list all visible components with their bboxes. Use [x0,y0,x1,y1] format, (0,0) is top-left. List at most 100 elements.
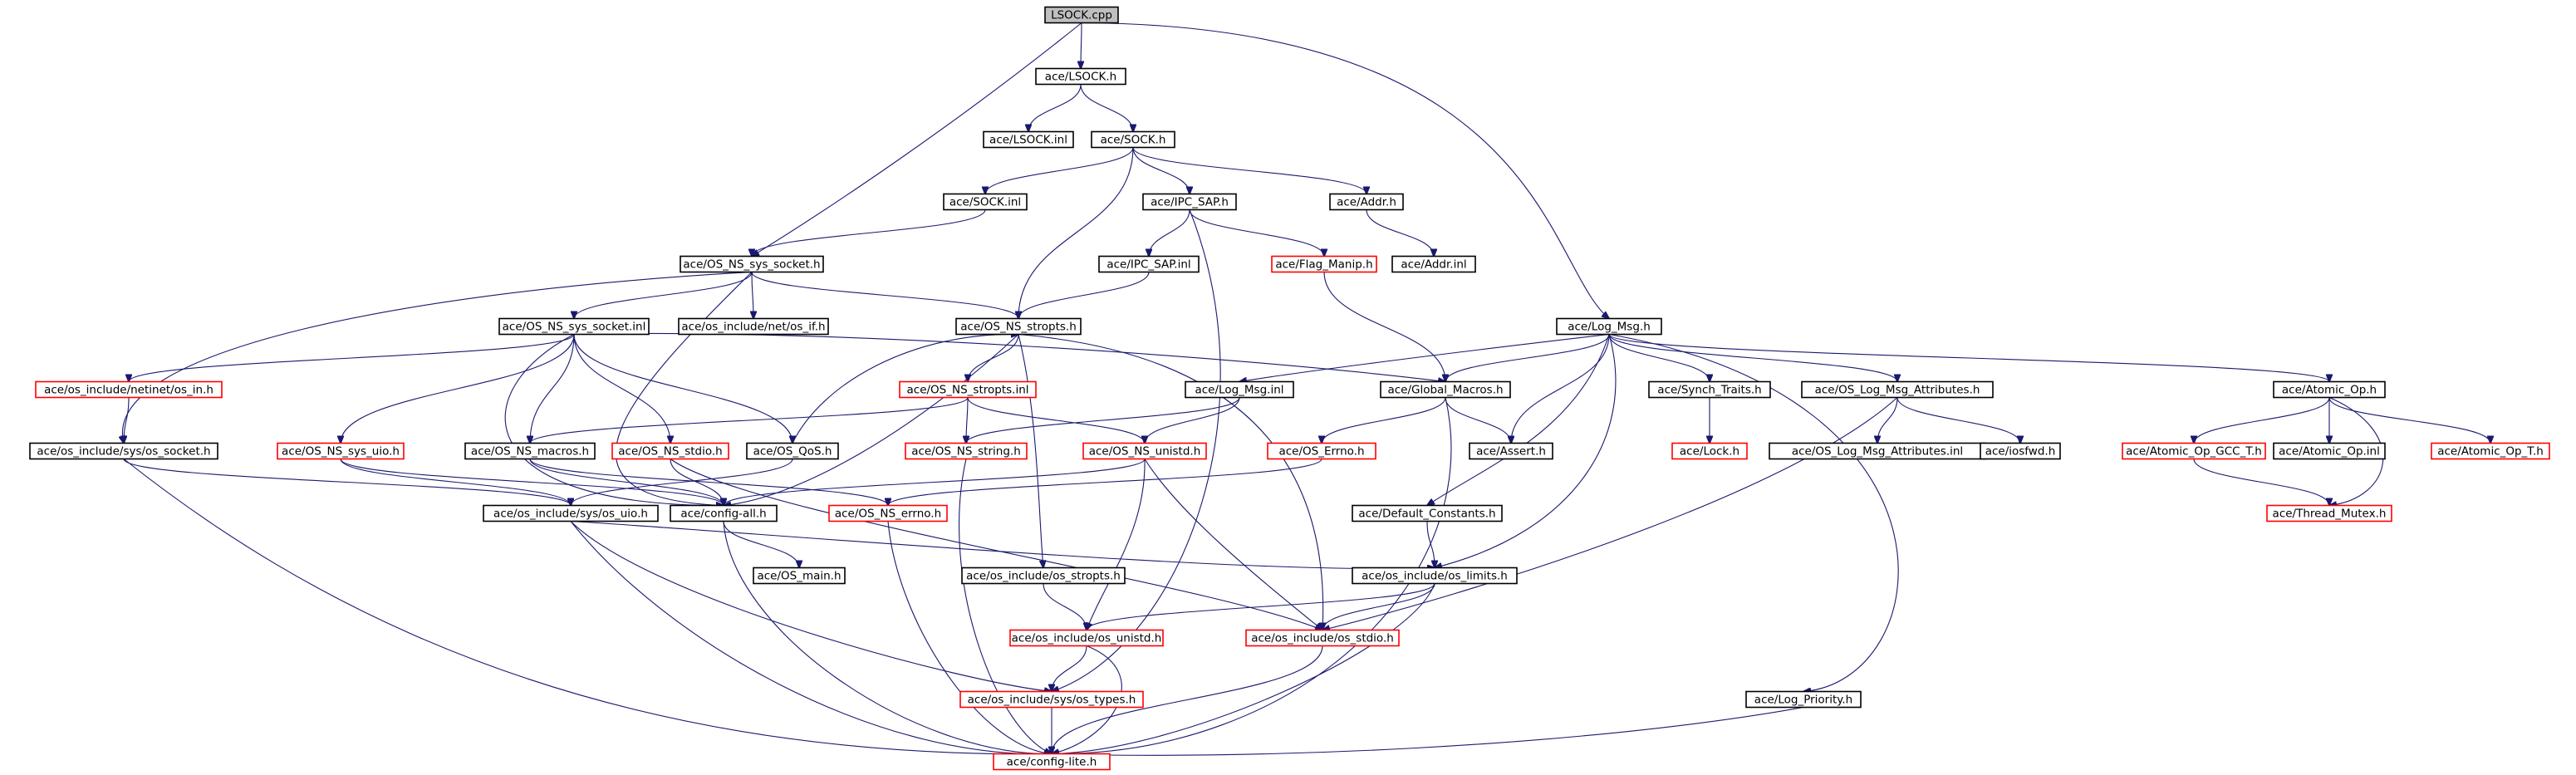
node-box[interactable] [828,504,948,522]
node-os-include-os-stdio[interactable]: ace/os_include/os_stdio.h [1245,629,1400,647]
node-box[interactable] [1380,380,1511,399]
node-os-include-os-unistd[interactable]: ace/os_include/os_unistd.h [1009,629,1164,647]
node-addr-h[interactable]: ace/Addr.h [1329,193,1404,211]
node-atomic-op-h[interactable]: ace/Atomic_Op.h [2273,380,2386,399]
node-os-include-sys-os-types[interactable]: ace/os_include/sys/os_types.h [959,690,1144,709]
node-os-main[interactable]: ace/OS_main.h [753,567,846,585]
node-box[interactable] [1391,255,1476,273]
node-box[interactable] [1267,442,1376,460]
node-box[interactable] [1044,6,1119,24]
node-global-macros[interactable]: ace/Global_Macros.h [1380,380,1511,399]
node-box[interactable] [2273,380,2386,399]
node-box[interactable] [1245,629,1400,647]
node-box[interactable] [1098,255,1200,273]
node-box[interactable] [2273,442,2386,460]
node-box[interactable] [498,317,650,336]
node-box[interactable] [1469,442,1553,460]
node-box[interactable] [993,753,1111,771]
node-box[interactable] [1352,567,1518,585]
node-box[interactable] [678,317,829,336]
node-box[interactable] [1556,317,1662,336]
node-config-all[interactable]: ace/config-all.h [670,504,778,522]
node-box[interactable] [905,442,1028,460]
node-box[interactable] [1185,380,1294,399]
node-box[interactable] [1091,130,1175,149]
node-os-log-msg-attr-h[interactable]: ace/OS_Log_Msg_Attributes.h [1801,380,1994,399]
node-os-ns-unistd[interactable]: ace/OS_NS_unistd.h [1082,442,1207,460]
node-os-include-sys-os-socket[interactable]: ace/os_include/sys/os_socket.h [29,442,218,460]
node-box[interactable] [1745,690,1862,709]
node-sock-h[interactable]: ace/SOCK.h [1091,130,1175,149]
node-os-qos[interactable]: ace/OS_QoS.h [746,442,839,460]
node-box[interactable] [1648,380,1771,399]
node-box[interactable] [943,193,1028,211]
node-box[interactable] [959,690,1144,709]
node-box[interactable] [35,380,223,399]
node-os-ns-stropts-inl[interactable]: ace/OS_NS_stropts.inl [899,380,1037,399]
edge-lsock_h-to-lsock_inl [1028,84,1082,132]
node-box[interactable] [1980,442,2061,460]
node-os-ns-stropts-h[interactable]: ace/OS_NS_stropts.h [955,317,1082,336]
node-os-include-os-stropts[interactable]: ace/os_include/os_stropts.h [961,567,1126,585]
node-default-constants[interactable]: ace/Default_Constants.h [1352,504,1503,522]
node-iosfwd[interactable]: ace/iosfwd.h [1980,442,2061,460]
node-box[interactable] [277,442,405,460]
node-box[interactable] [2122,442,2266,460]
node-log-msg-inl[interactable]: ace/Log_Msg.inl [1185,380,1294,399]
node-box[interactable] [983,130,1074,149]
node-box[interactable] [1082,442,1207,460]
node-atomic-op-t[interactable]: ace/Atomic_Op_T.h [2431,442,2550,460]
node-box[interactable] [746,442,839,460]
node-box[interactable] [961,567,1126,585]
node-os-ns-sys-uio[interactable]: ace/OS_NS_sys_uio.h [277,442,405,460]
node-synch-traits[interactable]: ace/Synch_Traits.h [1648,380,1771,399]
node-os-ns-stdio[interactable]: ace/OS_NS_stdio.h [611,442,729,460]
node-atomic-op-inl[interactable]: ace/Atomic_Op.inl [2273,442,2386,460]
node-box[interactable] [1352,504,1503,522]
node-ipc-sap-h[interactable]: ace/IPC_SAP.h [1142,193,1237,211]
node-ipc-sap-inl[interactable]: ace/IPC_SAP.inl [1098,255,1200,273]
node-assert[interactable]: ace/Assert.h [1469,442,1553,460]
node-os-ns-errno[interactable]: ace/OS_NS_errno.h [828,504,948,522]
node-log-priority[interactable]: ace/Log_Priority.h [1745,690,1862,709]
node-box[interactable] [1009,629,1164,647]
node-lsock-h[interactable]: ace/LSOCK.h [1035,67,1126,86]
node-box[interactable] [670,504,778,522]
node-log-msg-h[interactable]: ace/Log_Msg.h [1556,317,1662,336]
node-config-lite[interactable]: ace/config-lite.h [993,753,1111,771]
node-box[interactable] [483,504,659,522]
node-box[interactable] [1329,193,1404,211]
node-box[interactable] [2266,504,2392,522]
node-os-ns-sys-socket-inl[interactable]: ace/OS_NS_sys_socket.inl [498,317,650,336]
node-box[interactable] [1671,442,1748,460]
node-box[interactable] [611,442,729,460]
node-os-log-msg-attr-inl[interactable]: ace/OS_Log_Msg_Attributes.inl [1769,442,1986,460]
node-os-errno[interactable]: ace/OS_Errno.h [1267,442,1376,460]
node-box[interactable] [1271,255,1377,273]
node-atomic-op-gcc-t[interactable]: ace/Atomic_Op_GCC_T.h [2122,442,2266,460]
node-os-include-os-limits[interactable]: ace/os_include/os_limits.h [1352,567,1518,585]
node-flag-manip[interactable]: ace/Flag_Manip.h [1271,255,1377,273]
node-box[interactable] [680,255,824,273]
node-box[interactable] [1801,380,1994,399]
node-os-include-net-os-if[interactable]: ace/os_include/net/os_if.h [678,317,829,336]
node-lock[interactable]: ace/Lock.h [1671,442,1748,460]
node-addr-inl[interactable]: ace/Addr.inl [1391,255,1476,273]
node-thread-mutex[interactable]: ace/Thread_Mutex.h [2266,504,2392,522]
node-os-ns-sys-socket-h[interactable]: ace/OS_NS_sys_socket.h [680,255,824,273]
node-box[interactable] [1142,193,1237,211]
node-box[interactable] [29,442,218,460]
node-lsock-inl[interactable]: ace/LSOCK.inl [983,130,1074,149]
node-box[interactable] [955,317,1082,336]
node-os-include-netinet-os-in[interactable]: ace/os_include/netinet/os_in.h [35,380,223,399]
node-os-include-sys-os-uio[interactable]: ace/os_include/sys/os_uio.h [483,504,659,522]
node-lsock-cpp[interactable]: LSOCK.cpp [1044,6,1119,24]
node-box[interactable] [464,442,596,460]
node-os-ns-macros[interactable]: ace/OS_NS_macros.h [464,442,596,460]
node-box[interactable] [1035,67,1126,86]
node-box[interactable] [899,380,1037,399]
node-box[interactable] [753,567,846,585]
node-box[interactable] [2431,442,2550,460]
node-sock-inl[interactable]: ace/SOCK.inl [943,193,1028,211]
node-os-ns-string[interactable]: ace/OS_NS_string.h [905,442,1028,460]
